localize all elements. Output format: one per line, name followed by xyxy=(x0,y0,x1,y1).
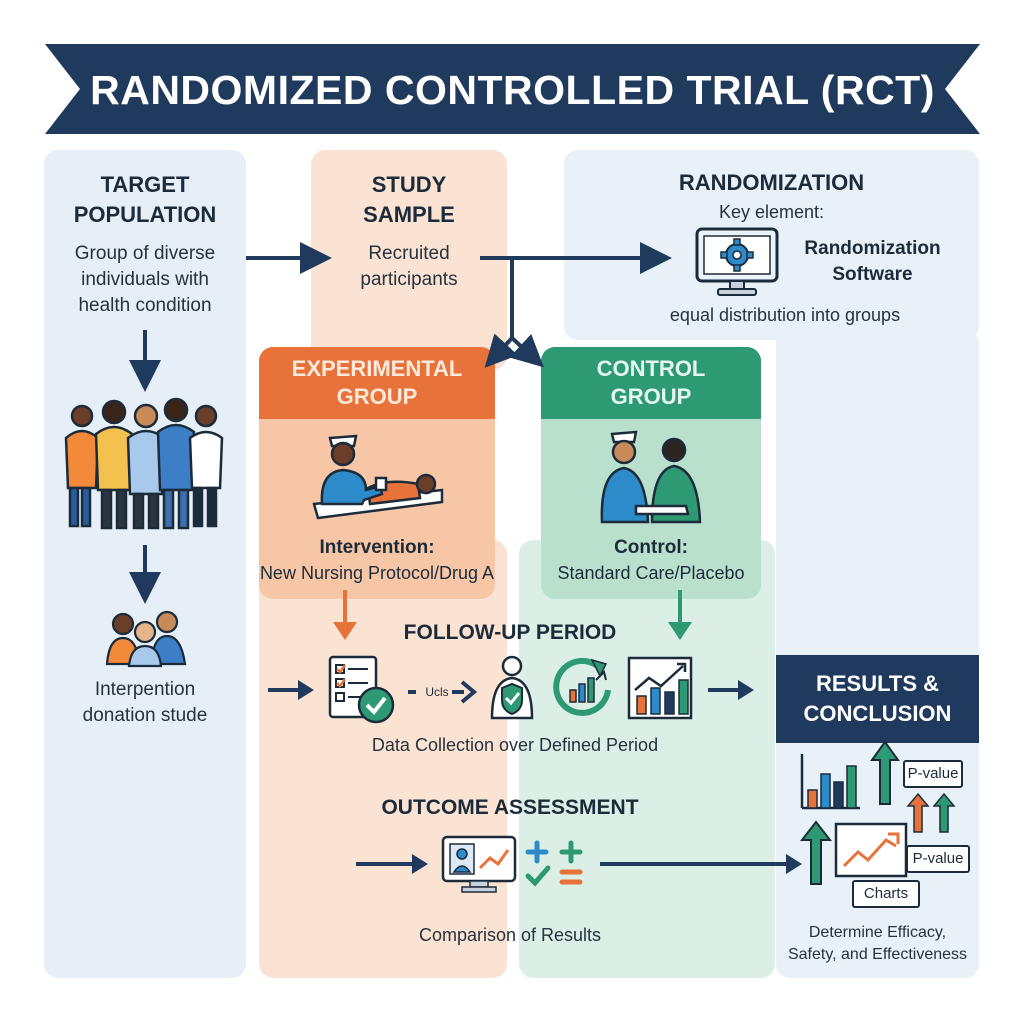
control-heading-line1: CONTROL xyxy=(596,356,706,381)
nurse-caregiver-icon xyxy=(600,430,702,524)
small-group-icon xyxy=(105,610,187,668)
person-check-icon xyxy=(490,655,534,720)
math-symbols-icon xyxy=(525,840,583,887)
dashed-arrow-label: Ucls xyxy=(425,685,449,699)
experimental-heading-line2: GROUP xyxy=(336,384,418,409)
study-sample-panel xyxy=(311,150,507,370)
outcome-caption: Comparison of Results xyxy=(418,925,602,945)
results-caption-line2: Safety, and Effectiveness xyxy=(787,946,968,963)
study-heading-line2: SAMPLE xyxy=(363,202,455,227)
experimental-heading-line1: EXPERIMENTAL xyxy=(291,356,463,381)
results-heading-line2: CONCLUSION xyxy=(803,701,952,726)
checklist-icon xyxy=(328,655,395,724)
target-desc-line2: individuals with xyxy=(81,269,209,290)
results-caption-line1: Determine Efficacy, xyxy=(808,924,947,941)
arrow-into-followup xyxy=(268,680,314,700)
randomization-note: equal distribution into groups xyxy=(669,305,901,325)
results-heading-line1: RESULTS & xyxy=(815,671,940,696)
arrow-into-outcome xyxy=(356,854,428,874)
up-arrow-icon xyxy=(870,740,900,805)
arrow-to-results xyxy=(708,680,754,700)
control-label: Control: xyxy=(614,537,688,558)
control-detail: Standard Care/Placebo xyxy=(557,563,745,583)
page-title: RANDOMIZED CONTROLLED TRIAL (RCT) xyxy=(90,67,935,113)
experimental-detail: New Nursing Protocol/Drug A xyxy=(259,563,495,583)
crowd-icon xyxy=(64,397,224,530)
target-sub-line2: donation stude xyxy=(82,705,208,726)
software-line1: Randomization xyxy=(804,238,941,259)
target-desc-line1: Group of diverse xyxy=(74,243,216,264)
target-desc-line3: health condition xyxy=(78,295,212,316)
randomization-heading: RANDOMIZATION xyxy=(678,170,865,195)
nurse-patient-icon xyxy=(312,434,444,520)
study-heading-line1: STUDY xyxy=(371,172,447,197)
pvalue-badge-1: P-value xyxy=(903,760,963,788)
long-arrow-to-results xyxy=(600,854,802,874)
target-heading-line2: POPULATION xyxy=(73,202,217,227)
follow-up-heading: FOLLOW-UP PERIOD xyxy=(403,621,617,644)
follow-up-caption: Data Collection over Defined Period xyxy=(371,735,659,755)
charts-badge: Charts xyxy=(852,880,920,908)
cycle-chart-icon xyxy=(553,657,611,716)
dashed-arrow xyxy=(408,680,478,704)
study-desc-line1: Recruited xyxy=(368,243,450,264)
target-sub-line1: Interpention xyxy=(94,679,196,700)
pvalue-badge-2: P-value xyxy=(906,845,970,873)
small-arrows-icon xyxy=(906,792,956,833)
target-heading-line1: TARGET xyxy=(100,172,190,197)
control-heading-line2: GROUP xyxy=(610,384,692,409)
software-line2: Software xyxy=(832,264,913,285)
trend-chart-icon xyxy=(834,822,908,878)
monitor-analytics-icon xyxy=(441,835,517,893)
green-down-arrow xyxy=(668,590,692,640)
up-arrow-large-icon xyxy=(799,820,833,885)
control-column-panel xyxy=(519,540,775,978)
outcome-heading: OUTCOME ASSESSMENT xyxy=(381,796,639,819)
study-desc-line2: participants xyxy=(360,269,458,290)
orange-down-arrow xyxy=(333,590,357,640)
experimental-column-panel xyxy=(259,540,507,978)
bar-chart-icon xyxy=(800,754,860,810)
randomization-key-label: Key element: xyxy=(718,202,825,222)
computer-gear-icon xyxy=(695,227,779,296)
experimental-label: Intervention: xyxy=(319,537,435,558)
title-banner xyxy=(45,44,980,134)
line-bar-chart-icon xyxy=(627,656,693,720)
